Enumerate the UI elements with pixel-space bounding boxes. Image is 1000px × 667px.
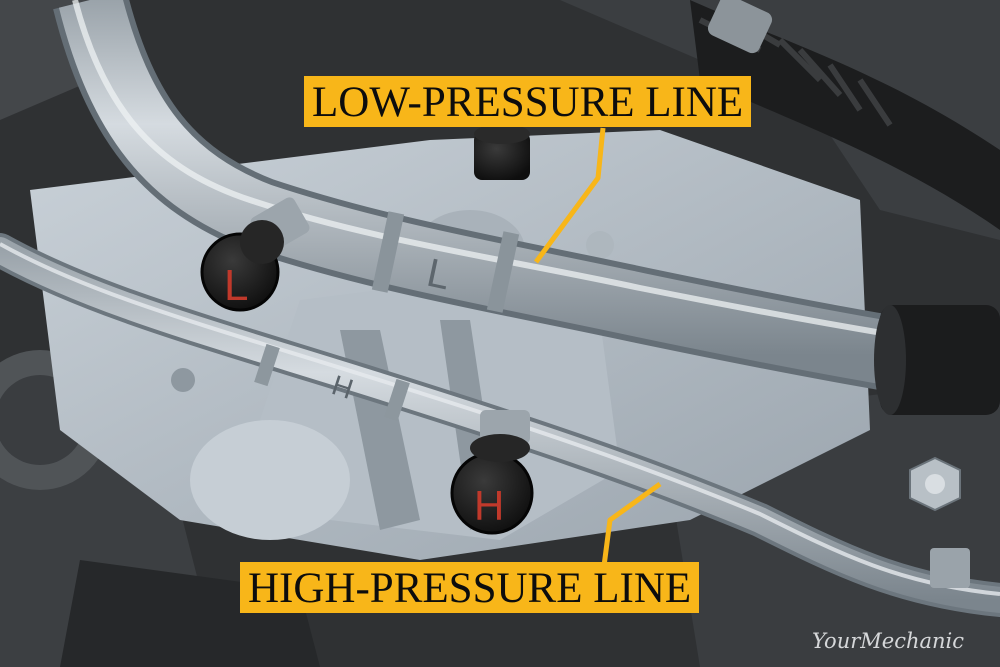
low-pressure-label: LOW-PRESSURE LINE	[304, 76, 752, 127]
hex-bolt	[909, 456, 970, 588]
callout-leader-lines	[533, 127, 662, 567]
low-pressure-pipe: L	[53, 0, 1000, 415]
high-port-cap: H	[450, 410, 534, 535]
watermark-logo: YourMechanic	[812, 629, 964, 653]
low-pressure-leader	[533, 127, 606, 264]
top-hose	[690, 0, 1000, 230]
low-cap-letter: L	[224, 261, 248, 310]
high-cap-letter: H	[474, 482, 504, 529]
high-pressure-label: HIGH-PRESSURE LINE	[240, 562, 700, 613]
low-port-cap: L	[200, 197, 310, 312]
top-valve-cap	[474, 124, 530, 180]
high-pressure-leader	[601, 481, 662, 567]
high-pressure-pipe: H	[0, 233, 1000, 617]
